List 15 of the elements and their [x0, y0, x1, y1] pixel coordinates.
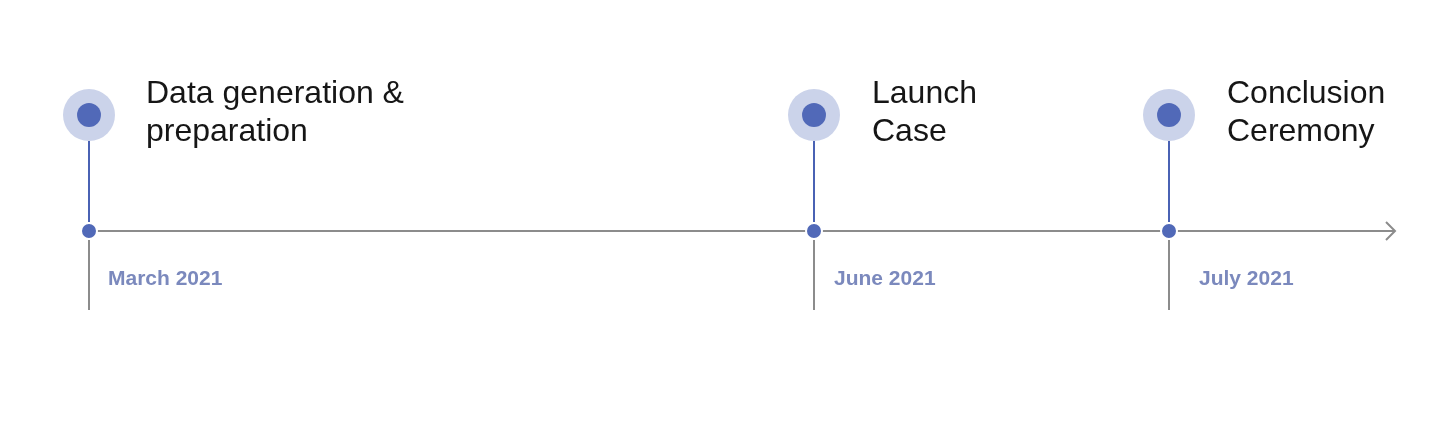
milestone-marker [63, 89, 115, 141]
milestone-title: Conclusion Ceremony [1227, 73, 1387, 149]
date-label: March 2021 [108, 266, 223, 290]
milestone-marker [788, 89, 840, 141]
connector-line [88, 140, 90, 223]
milestone-title: Data generation & preparation [146, 73, 405, 149]
milestone-title: Launch Case [872, 73, 978, 149]
timeline-dot [1160, 222, 1178, 240]
milestone-marker [1143, 89, 1195, 141]
timeline-dot [80, 222, 98, 240]
connector-line [1168, 140, 1170, 223]
date-label: June 2021 [834, 266, 936, 290]
connector-line [813, 140, 815, 223]
date-label: July 2021 [1199, 266, 1294, 290]
timeline-dot [805, 222, 823, 240]
